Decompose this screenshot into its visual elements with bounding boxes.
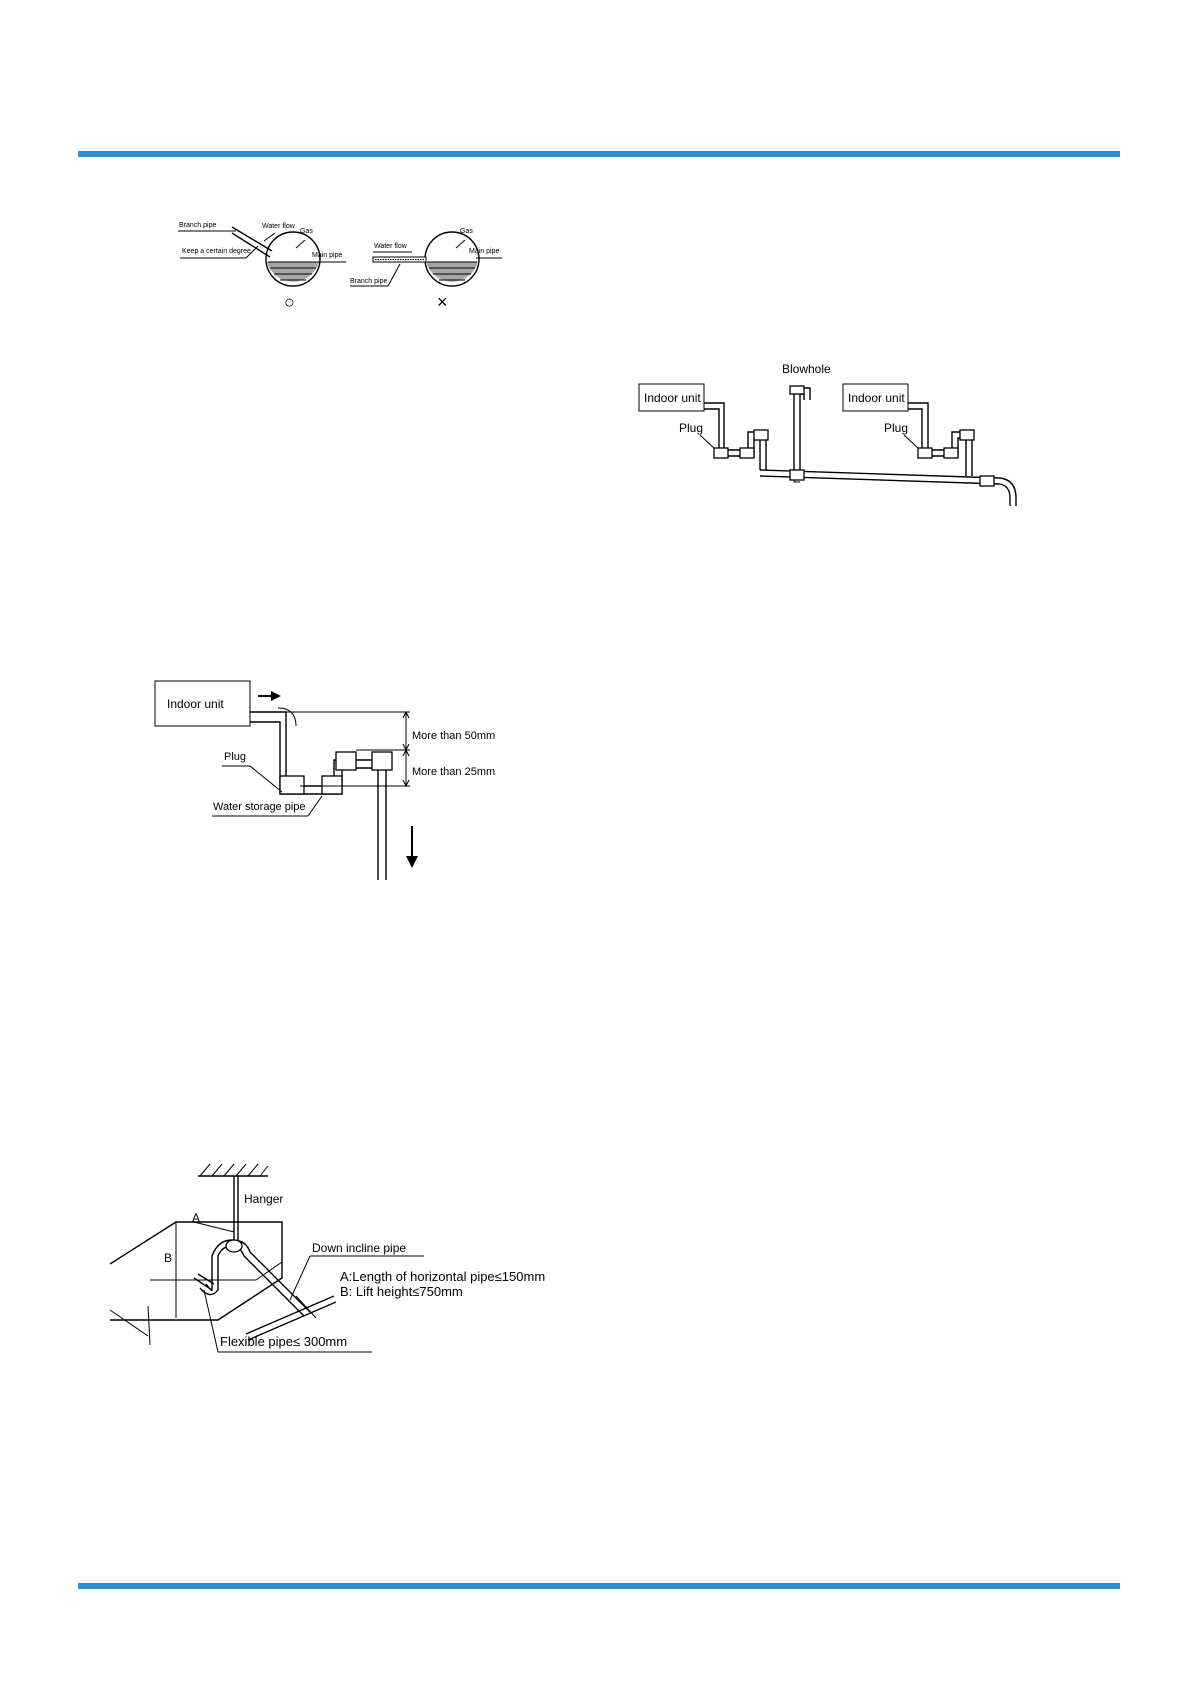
plug-label: Plug xyxy=(224,751,246,763)
hanger-figure: Hanger A B Down incline pipe A:Length of… xyxy=(109,1163,545,1353)
down-incline-label: Down incline pipe xyxy=(312,1241,406,1255)
indoor-unit-left-label: Indoor unit xyxy=(644,391,701,405)
trap-figure: Indoor unit More than 50mm More than 25m… xyxy=(154,680,495,880)
blowhole-figure: Indoor unit Indoor unit Blowhole Plug Pl… xyxy=(638,362,1017,506)
plug-right-label: Plug xyxy=(884,421,908,435)
flexible-pipe-label: Flexible pipe≤ 300mm xyxy=(220,1334,347,1349)
branch-pipe-figure: Branch pipe Water flow Gas Keep a certai… xyxy=(178,222,502,312)
hanger-label: Hanger xyxy=(244,1192,283,1206)
correct-mark: ○ xyxy=(284,292,295,312)
label-main-pipe: Main pipe xyxy=(312,252,342,259)
label-branch-pipe-wrong: Branch pipe xyxy=(350,278,387,285)
more-than-50-label: More than 50mm xyxy=(412,730,495,742)
a-spec-label: A:Length of horizontal pipe≤150mm xyxy=(340,1269,545,1284)
label-gas-wrong: Gas xyxy=(460,228,473,235)
label-gas: Gas xyxy=(300,228,313,235)
wrong-mark: × xyxy=(437,292,448,312)
more-than-25-label: More than 25mm xyxy=(412,766,495,778)
blowhole-label: Blowhole xyxy=(782,362,831,376)
plug-left-label: Plug xyxy=(679,421,703,435)
bottom-rule xyxy=(78,1583,1120,1589)
b-spec-label: B: Lift height≤750mm xyxy=(340,1284,463,1299)
indoor-unit-right-label: Indoor unit xyxy=(848,391,905,405)
label-water-flow-wrong: Water flow xyxy=(374,243,408,250)
label-branch-pipe: Branch pipe xyxy=(179,222,216,229)
top-rule xyxy=(78,151,1120,157)
label-keep-degree: Keep a certain degree xyxy=(182,248,251,255)
indoor-unit-label: Indoor unit xyxy=(167,697,224,711)
label-water-flow: Water flow xyxy=(262,223,296,230)
label-main-pipe-wrong: Main pipe xyxy=(469,248,499,255)
label-a: A xyxy=(192,1211,200,1225)
label-b: B xyxy=(164,1251,172,1265)
water-storage-pipe-label: Water storage pipe xyxy=(213,801,306,813)
